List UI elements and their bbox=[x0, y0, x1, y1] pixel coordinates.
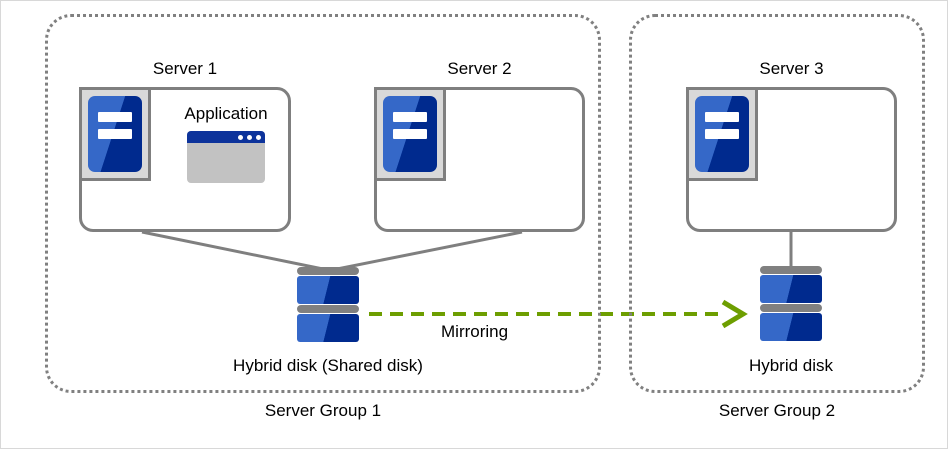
disk-platter bbox=[297, 276, 359, 304]
hybrid-shared-disk-icon[interactable] bbox=[297, 267, 359, 343]
connector-server2-disk1 bbox=[336, 230, 523, 271]
server-chassis bbox=[695, 96, 749, 172]
disk-cap bbox=[760, 266, 822, 274]
server-2-box[interactable] bbox=[374, 87, 585, 232]
window-dot-icon bbox=[247, 134, 252, 140]
server-3-title: Server 3 bbox=[759, 59, 824, 78]
server-group-1-frame bbox=[45, 14, 601, 393]
server-slot-bar bbox=[392, 111, 428, 122]
server-1-title: Server 1 bbox=[152, 59, 218, 78]
window-dot-icon bbox=[238, 134, 243, 140]
application-window-icon bbox=[187, 131, 265, 183]
server-group-2-caption: Server Group 2 bbox=[718, 401, 836, 420]
arrow-right-icon bbox=[721, 299, 748, 329]
hybrid-disk-icon[interactable] bbox=[760, 266, 822, 342]
disk-platter bbox=[760, 275, 822, 303]
server-slot-bar bbox=[97, 111, 133, 122]
server-3-rack-icon bbox=[686, 87, 758, 181]
window-dot-icon bbox=[256, 134, 261, 140]
hybrid-shared-disk-caption: Hybrid disk (Shared disk) bbox=[233, 356, 423, 375]
server-2-rack-icon bbox=[374, 87, 446, 181]
connector-server1-disk1 bbox=[141, 230, 324, 271]
application-label: Application bbox=[184, 104, 268, 123]
disk-platter bbox=[760, 313, 822, 341]
mirroring-label: Mirroring bbox=[441, 322, 509, 341]
server-slot-bar bbox=[704, 128, 740, 139]
disk-cap bbox=[760, 304, 822, 312]
disk-cap bbox=[297, 305, 359, 313]
server-slot-bar bbox=[704, 111, 740, 122]
hybrid-disk-caption: Hybrid disk bbox=[748, 356, 834, 375]
server-slot-bar bbox=[97, 128, 133, 139]
server-group-1-caption: Server Group 1 bbox=[264, 401, 382, 420]
server-chassis bbox=[88, 96, 142, 172]
disk-platter bbox=[297, 314, 359, 342]
disk-cap bbox=[297, 267, 359, 275]
server-1-rack-icon bbox=[79, 87, 151, 181]
server-group-2-frame bbox=[629, 14, 925, 393]
application-window-titlebar bbox=[187, 131, 265, 143]
server-chassis bbox=[383, 96, 437, 172]
server-2-title: Server 2 bbox=[447, 59, 512, 78]
server-slot-bar bbox=[392, 128, 428, 139]
